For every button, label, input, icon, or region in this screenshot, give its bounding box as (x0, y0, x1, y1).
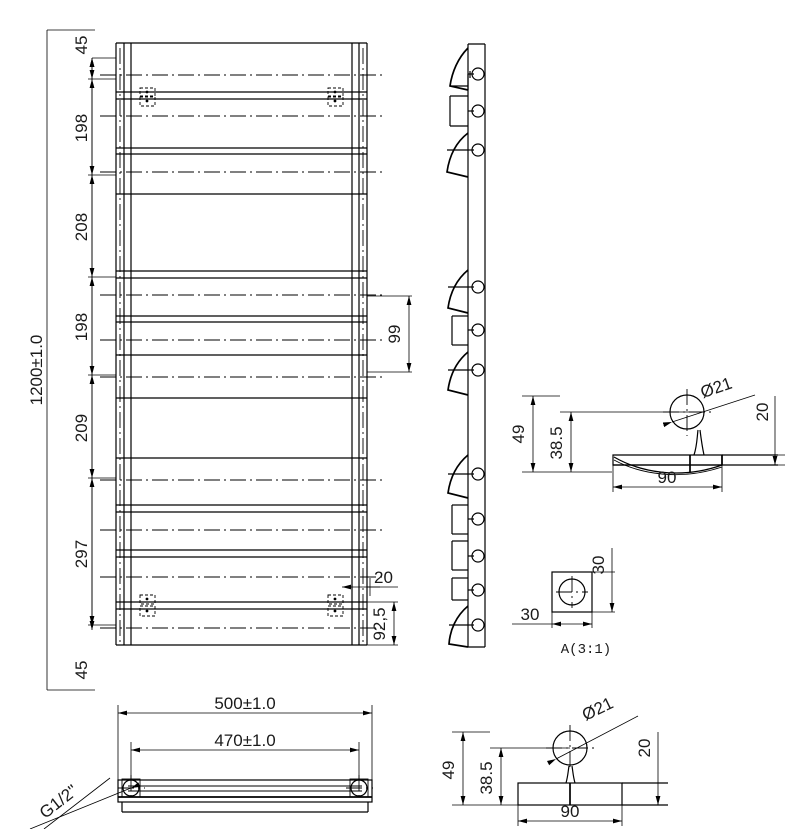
dim-20-group (342, 578, 398, 596)
side-rail-11 (448, 605, 485, 648)
side-rail-4 (447, 269, 485, 314)
dim-99: 99 (385, 325, 404, 344)
side-rail-7 (447, 454, 485, 499)
bottom-view-group: G1/2" 500±1.0 470±1.0 (29, 694, 373, 829)
rail-detail-right-group: Ø21 49 38.5 20 90 (509, 374, 785, 492)
dim-90-bottom: 90 (561, 802, 580, 821)
dim-seg-5: 297 (72, 540, 91, 568)
horizontal-rails (100, 74, 383, 629)
dim-20-bottom: 20 (635, 739, 654, 758)
dim-20: 20 (374, 568, 393, 587)
side-rail-3 (446, 132, 485, 178)
dim-overall-height (46, 29, 95, 691)
side-rail-8 (451, 504, 485, 535)
dim-30-vertical: 30 (589, 556, 608, 575)
detail-a-group: 30 30 A(3:1) (512, 548, 615, 658)
dim-overall-height-text: 1200±1.0 (27, 335, 46, 406)
dim-92-5-group (367, 601, 398, 646)
dim-49-right: 49 (509, 425, 528, 444)
frame-cap (116, 42, 367, 646)
connector-right (346, 775, 373, 801)
dim-seg-2: 208 (72, 213, 91, 241)
dim-38-5-right: 38.5 (547, 426, 566, 459)
detail-a-label: A(3:1) (561, 642, 611, 658)
dim-30-horizontal: 30 (521, 605, 540, 624)
dim-seg-4: 209 (72, 414, 91, 442)
dim-470: 470±1.0 (214, 731, 275, 750)
dim-dia21-right: Ø21 (698, 374, 735, 402)
rail-detail-bottom-group: Ø21 49 38.5 20 90 (439, 693, 668, 826)
dim-dia21-bottom: Ø21 (579, 693, 616, 724)
dim-90-right: 90 (658, 468, 677, 487)
dim-99-group (367, 295, 412, 373)
right-post (351, 43, 368, 645)
dim-top-gap: 45 (72, 36, 91, 55)
side-rail-5 (451, 315, 485, 346)
dim-500: 500±1.0 (214, 694, 275, 713)
mount-bracket-bottom-left (139, 594, 156, 617)
dim-seg-1: 198 (72, 114, 91, 142)
mount-bracket-top-left (139, 87, 156, 107)
dim-bottom-gap: 45 (72, 661, 91, 680)
dim-49-bottom: 49 (439, 761, 458, 780)
side-rail-2 (449, 95, 485, 127)
thread-label: G1/2" (36, 781, 81, 822)
front-view-group: 45 198 208 198 209 297 45 1200±1.0 99 20 (27, 29, 412, 691)
side-rail-6 (447, 351, 485, 396)
mount-bracket-top-right (327, 87, 344, 107)
side-rail-10 (451, 577, 485, 601)
dim-segment-chain (88, 57, 116, 630)
left-post (115, 43, 132, 645)
post-centerlines (119, 48, 364, 642)
dim-92-5: 92,5 (370, 607, 389, 640)
mount-bracket-bottom-right (327, 594, 344, 617)
side-rail-9 (451, 540, 485, 571)
dim-seg-3: 198 (72, 313, 91, 341)
dim-20-right: 20 (753, 403, 772, 422)
side-rail-1 (449, 47, 485, 91)
dim-38-5-bottom: 38.5 (477, 761, 496, 794)
side-view-group (446, 43, 486, 648)
